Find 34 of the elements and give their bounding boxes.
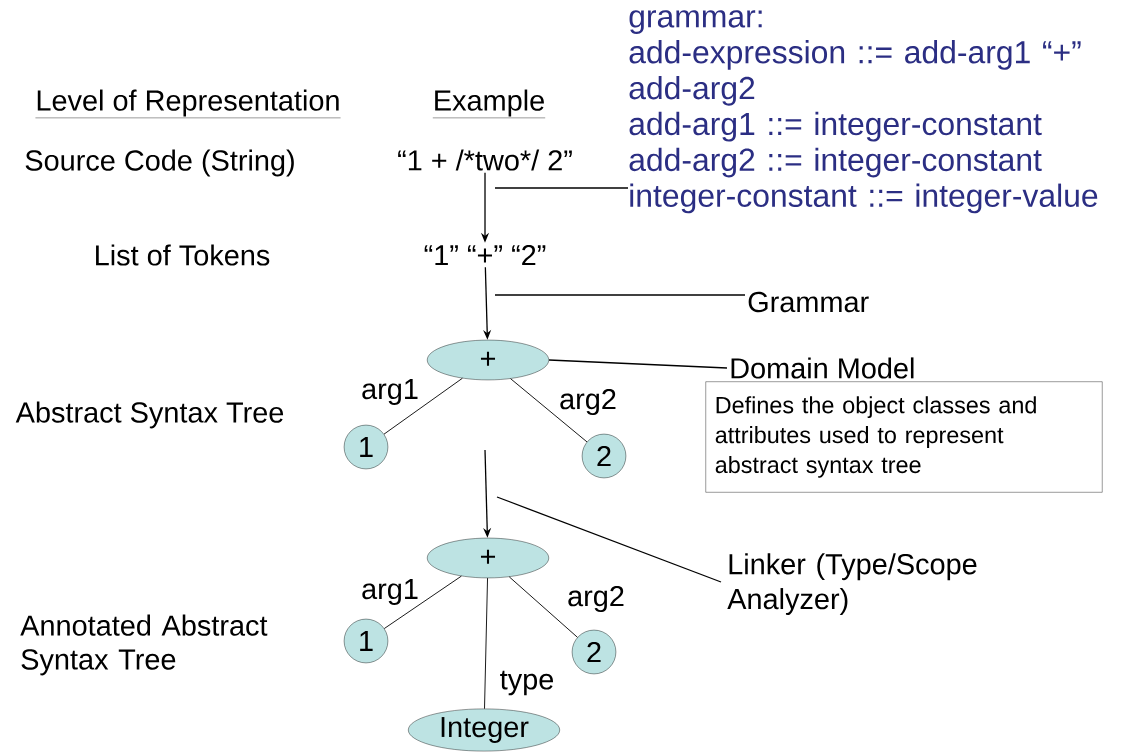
code-text: “1 + /*two*/ 2” [398,149,572,171]
tree-branch [383,377,463,435]
annotation-text: Grammar [748,291,869,313]
edge-label: type [500,670,553,696]
edge-label: arg1 [362,579,418,605]
level-label: Abstract Syntax Tree [15,401,284,429]
level-label: Annotated Abstract Syntax Tree [20,614,268,676]
circle-node: 2 [581,433,627,479]
annotation-text: Linker (Type/Scope Analyzer) [727,553,977,615]
level-label: List of Tokens [96,244,270,266]
code-text: “1” “+” “2” [424,244,546,266]
column-heading: Level of Representation [35,89,341,119]
tree-branch [484,577,488,710]
tree-branch [383,575,462,629]
leader-line [548,359,728,369]
ellipse-node: Integer [408,708,560,752]
heading-text: Domain Model [731,357,914,379]
level-label: Source Code (String) [25,149,294,177]
leader-line [494,294,746,296]
grammar-text: grammar: add-expression ::= add-arg1 “+” add-arg2 add-arg1 ::= integer-constant add-arg2 ::= integer-constant integer-constant ::= integer-value [629,10,1098,214]
circle-node: 2 [571,629,617,675]
edge-label: arg2 [568,585,624,613]
edge-label: arg2 [560,388,616,416]
leader-line [494,187,629,189]
circle-node: 1 [343,424,389,470]
edge-label: arg1 [362,379,418,405]
tree-branch [508,576,578,638]
description-box: Defines the object classes and attributes used to represent abstract syntax tree [705,381,1103,493]
leader-line [496,496,722,583]
ellipse-node: + [427,339,549,381]
column-heading: Example [432,89,546,119]
ellipse-node: + [427,537,549,579]
circle-node: 1 [343,618,389,664]
tree-branch [510,378,588,443]
